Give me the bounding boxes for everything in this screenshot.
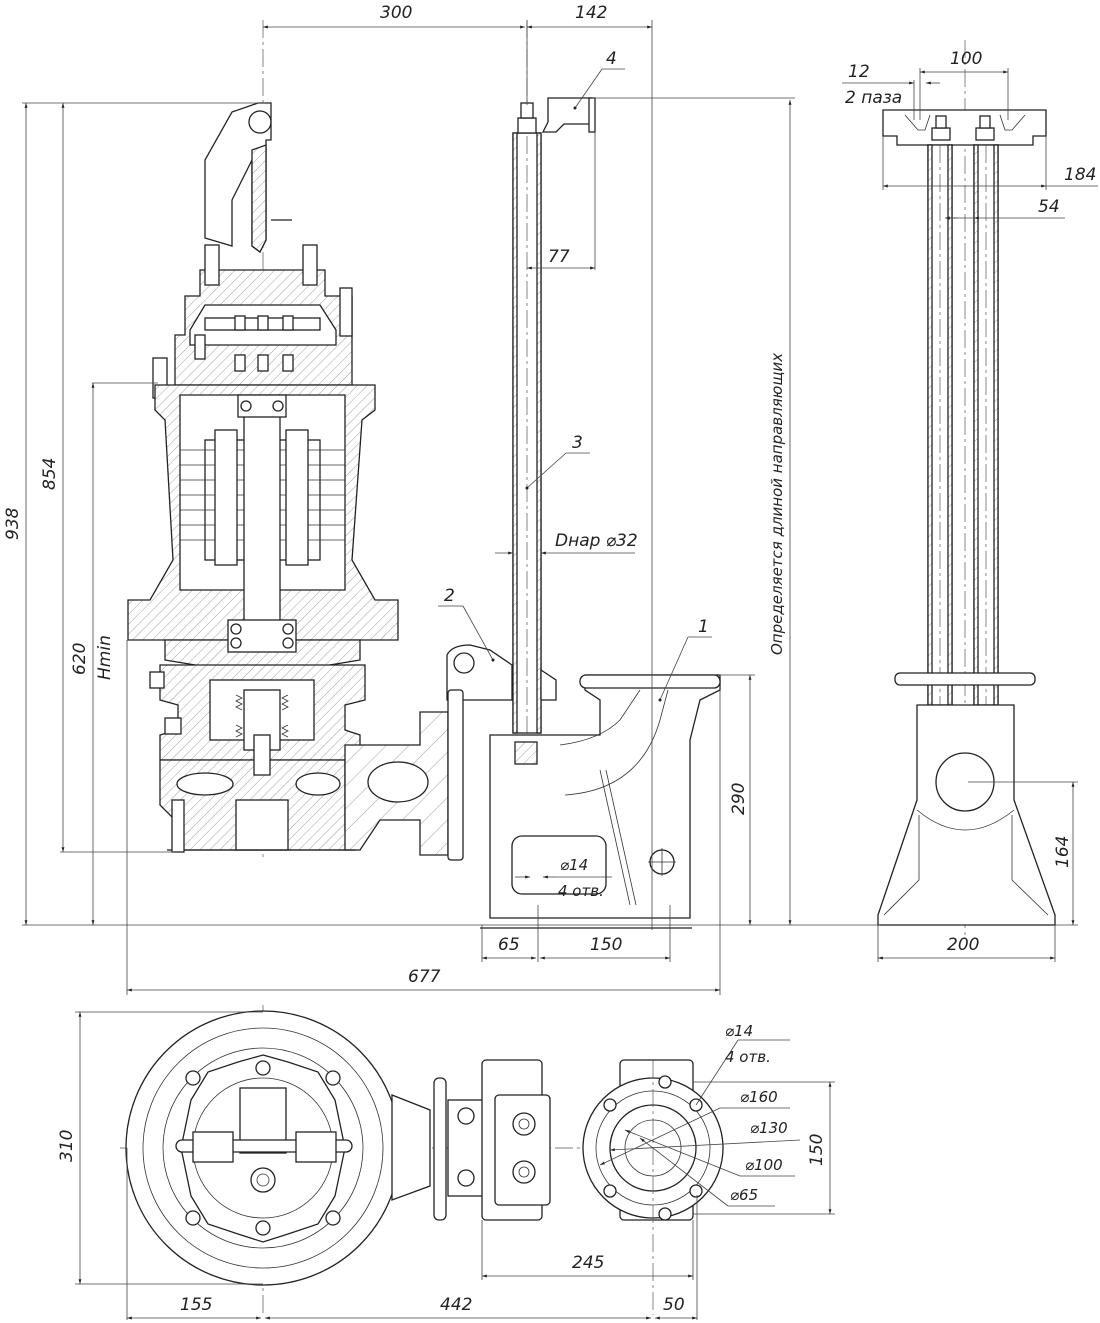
- dim-142: 142: [575, 3, 607, 23]
- pump-section-view: [127, 20, 449, 860]
- dim-442: 442: [440, 1295, 472, 1315]
- flange-diameter-160: ⌀160: [740, 1088, 778, 1106]
- cover-bolt-left: [204, 244, 220, 286]
- mechanical-seals: [235, 694, 289, 738]
- dim-50: 50: [663, 1295, 685, 1315]
- impeller-passage-right: [295, 772, 341, 796]
- dim-184: 184: [1064, 165, 1096, 185]
- dimensions: 300 142 938 854 620 Hmin 77 Dнар ⌀32 Опр…: [3, 3, 1098, 1320]
- dim-310: 310: [57, 1130, 77, 1162]
- impeller-passage-left: [176, 772, 234, 796]
- dim-150: 150: [590, 935, 622, 955]
- impeller-bolt: [253, 734, 271, 776]
- plan-cover-bolts: [185, 1060, 341, 1236]
- base-hole-count: 4 отв.: [558, 882, 604, 900]
- drain-plug-upper: [149, 671, 165, 689]
- dim-854: 854: [40, 458, 60, 490]
- top-bracket: [541, 97, 593, 133]
- base-hole-diameter: ⌀14: [560, 856, 588, 874]
- plan-view: [120, 1005, 724, 1315]
- rotor-right: [285, 429, 309, 566]
- dim-plan-150: 150: [807, 1134, 827, 1166]
- dim-slots: 2 паза: [845, 88, 902, 108]
- dim-outer-diameter: Dнар ⌀32: [555, 531, 638, 551]
- callout-4: 4: [606, 49, 617, 69]
- dim-164: 164: [1053, 836, 1073, 868]
- suction-inlet: [235, 799, 289, 851]
- callout-2: 2: [444, 586, 455, 606]
- dim-155: 155: [180, 1295, 212, 1315]
- base-window: [511, 835, 607, 895]
- callout-3: 3: [572, 433, 583, 453]
- part-callouts: 4 3 2 1: [438, 49, 712, 702]
- drain-plug-lower: [164, 717, 182, 735]
- dim-12: 12: [848, 62, 870, 82]
- guide-top-nut: [517, 117, 537, 134]
- side-bolt: [339, 287, 353, 337]
- plan-hole-count: 4 отв.: [725, 1048, 771, 1066]
- plan-cable-gland: [250, 1167, 276, 1193]
- guide-length-note: Определяется длиной направляющих: [768, 353, 786, 655]
- plan-hole-diameter: ⌀14: [725, 1022, 753, 1040]
- dim-938: 938: [3, 507, 23, 540]
- upper-bearing: [237, 394, 287, 418]
- discharge-flange: [579, 674, 721, 689]
- flange-diameter-65: ⌀65: [730, 1186, 758, 1204]
- terminal-bolts: [234, 315, 294, 372]
- side-view: [877, 40, 1056, 935]
- dim-677: 677: [408, 967, 441, 987]
- dim-200: 200: [947, 935, 979, 955]
- callout-1: 1: [698, 617, 709, 637]
- side-pedestal: [877, 704, 1056, 926]
- dim-300: 300: [380, 3, 412, 23]
- flange-diameter-100: ⌀100: [745, 1156, 783, 1174]
- side-crossbar: [894, 672, 1036, 686]
- dim-65: 65: [498, 935, 520, 955]
- cover-bolt-right: [302, 244, 318, 286]
- rotor-left: [214, 429, 238, 566]
- guide-rail-assembly: [446, 20, 721, 929]
- plan-discharge-neck: [391, 1094, 431, 1201]
- dim-100: 100: [950, 49, 982, 69]
- dim-hmin: Hmin: [95, 635, 115, 680]
- dim-245: 245: [572, 1253, 604, 1273]
- flange-diameter-130: ⌀130: [750, 1119, 788, 1137]
- dim-620: 620: [70, 643, 90, 675]
- dim-290: 290: [729, 783, 749, 815]
- plan-flange-holes: [603, 1075, 703, 1221]
- guide-socket: [514, 741, 538, 765]
- dim-77: 77: [548, 247, 570, 267]
- dim-54: 54: [1038, 197, 1060, 217]
- side-top-plate: [882, 109, 1047, 146]
